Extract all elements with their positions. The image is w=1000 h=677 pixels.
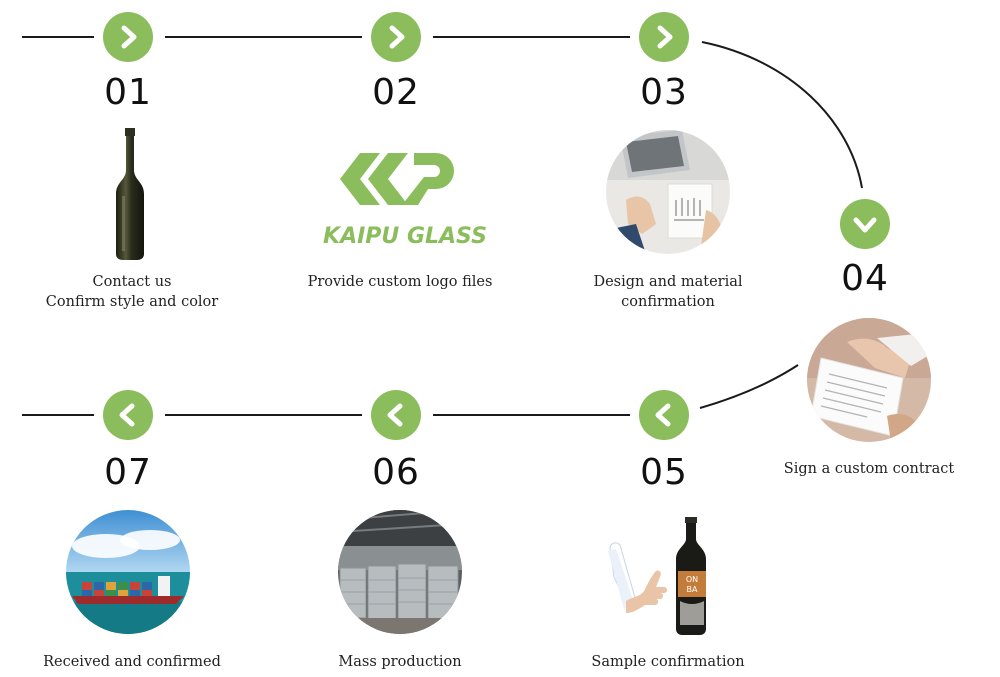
step-06-caption: Mass production bbox=[280, 652, 520, 672]
chevron-down-icon bbox=[853, 217, 877, 233]
wine-bottle-image bbox=[116, 128, 144, 260]
step-02-arrow bbox=[371, 12, 421, 62]
step-07-caption: Received and confirmed bbox=[12, 652, 252, 672]
connector-line bbox=[165, 36, 362, 38]
step-05-arrow bbox=[639, 390, 689, 440]
step-03-caption: Design and material confirmation bbox=[548, 272, 788, 312]
chevron-right-icon bbox=[657, 25, 673, 49]
design-photo bbox=[606, 130, 730, 254]
step-01-arrow bbox=[103, 12, 153, 62]
step-03-caption-line1: Design and material bbox=[593, 274, 743, 290]
step-02-caption-line1: Provide custom logo files bbox=[307, 274, 493, 290]
step-01-caption-line1: Contact us bbox=[92, 274, 172, 290]
step-01-number: 01 bbox=[104, 72, 152, 113]
chevron-right-icon bbox=[121, 25, 137, 49]
chevron-left-icon bbox=[655, 403, 671, 427]
contract-photo bbox=[807, 318, 931, 442]
step-07-caption-line1: Received and confirmed bbox=[43, 654, 221, 670]
step-01-caption-line2: Confirm style and color bbox=[45, 294, 219, 310]
step-02-caption: Provide custom logo files bbox=[280, 272, 520, 292]
chevron-left-icon bbox=[119, 403, 135, 427]
step-06-number: 06 bbox=[372, 452, 420, 493]
connector-line bbox=[433, 414, 630, 416]
step-07-number: 07 bbox=[104, 452, 152, 493]
sample-bottle-image: ON BA bbox=[608, 517, 706, 635]
chevron-left-icon bbox=[387, 403, 403, 427]
step-04-arrow bbox=[840, 199, 890, 249]
step-04-caption-line1: Sign a custom contract bbox=[783, 461, 955, 477]
connector-line bbox=[433, 36, 630, 38]
connector-line bbox=[22, 414, 94, 416]
step-03-caption-line2: confirmation bbox=[621, 294, 715, 310]
step-01-caption: Contact us Confirm style and color bbox=[12, 272, 252, 312]
logo-text: KAIPU GLASS bbox=[323, 224, 487, 249]
step-06-caption-line1: Mass production bbox=[338, 654, 462, 670]
step-03-number: 03 bbox=[640, 72, 688, 113]
chevron-right-icon bbox=[389, 25, 405, 49]
warehouse-photo bbox=[338, 510, 462, 634]
container-ship-photo bbox=[66, 510, 190, 634]
step-03-arrow bbox=[639, 12, 689, 62]
step-05-caption-line1: Sample confirmation bbox=[591, 654, 745, 670]
connector-line bbox=[165, 414, 362, 416]
step-05-caption: Sample confirmation bbox=[548, 652, 788, 672]
step-04-caption: Sign a custom contract bbox=[749, 459, 989, 479]
connector-line bbox=[22, 36, 94, 38]
bottle-label-line1: ON bbox=[686, 575, 698, 584]
step-04-number: 04 bbox=[841, 258, 889, 299]
step-02-number: 02 bbox=[372, 72, 420, 113]
step-07-arrow bbox=[103, 390, 153, 440]
step-06-arrow bbox=[371, 390, 421, 440]
step-05-number: 05 bbox=[640, 452, 688, 493]
bottle-label-line2: BA bbox=[687, 585, 698, 594]
kaipu-logo: KAIPU GLASS bbox=[323, 153, 487, 249]
